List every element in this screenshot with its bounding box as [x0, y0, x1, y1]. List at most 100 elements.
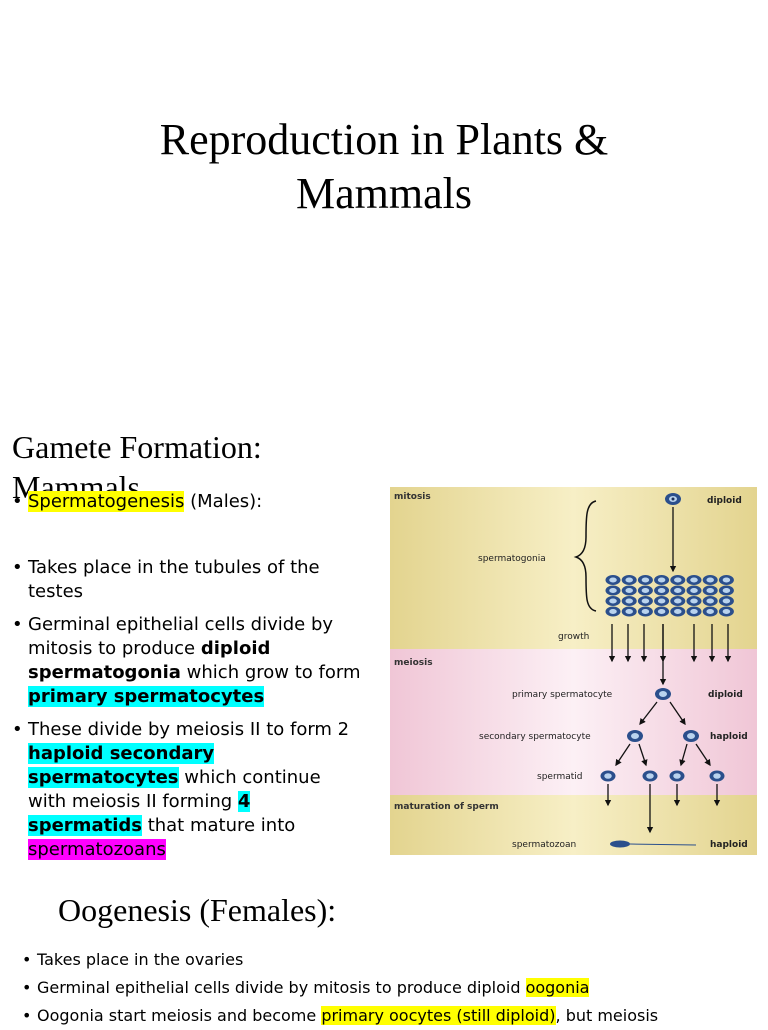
cell-icon [605, 596, 621, 606]
cell-icon [670, 606, 686, 617]
meiosis-band [390, 649, 757, 795]
cell-icon [670, 585, 686, 596]
spermatid-cells [600, 770, 725, 834]
cell-icon [669, 770, 685, 782]
label-maturation: maturation of sperm [394, 802, 499, 812]
cell-icon [670, 596, 686, 606]
slide-title-line1: Reproduction in Plants & [159, 115, 609, 164]
cell-icon [654, 585, 670, 596]
highlight-spermatogenesis: Spermatogenesis [28, 491, 185, 512]
cell-icon [621, 575, 637, 585]
bullet-icon: • [22, 978, 32, 997]
cell-icon [637, 596, 653, 606]
cell-icon [621, 606, 637, 617]
cell-icon [686, 585, 702, 596]
cell-icon [718, 606, 734, 617]
cell-icon [637, 575, 653, 585]
bullet-icon: • [22, 950, 32, 969]
bullet-text: Germinal epithelial cells divide by mito… [28, 614, 334, 659]
mitosis-band [390, 487, 757, 649]
cell-icon [654, 596, 670, 606]
cell-icon [621, 596, 637, 606]
oogenesis-heading: Oogenesis (Females): [58, 892, 337, 928]
cell-icon [709, 770, 725, 782]
secondary-spermatocyte-cell-icon [627, 730, 643, 742]
arrow-icon [638, 743, 648, 767]
cell-icon [637, 606, 653, 617]
bullet-icon: • [12, 491, 23, 512]
cell-icon [605, 606, 621, 617]
cell-icon [605, 575, 621, 585]
spermatogenesis-diagram: mitosis meiosis maturation of sperm dipl… [390, 487, 757, 855]
list-item: • Takes place in the ovaries [22, 946, 762, 974]
diploid-cell-icon [665, 493, 681, 505]
bullet-text: Takes place in the tubules of the testes [28, 557, 320, 602]
list-item: • Germinal epithelial cells divide by mi… [12, 613, 364, 709]
cell-icon [600, 770, 616, 782]
bold-diploid-spermatogonia: diploid spermatogonia [28, 638, 271, 683]
label-growth: growth [558, 632, 589, 642]
gamete-formation-heading: Gamete Formation: Mammals [12, 427, 262, 507]
label-diploid-top: diploid [707, 496, 742, 506]
list-item: • Germinal epithelial cells divide by mi… [22, 974, 762, 1002]
primary-spermatocyte-cell-icon [655, 688, 671, 700]
cell-icon [642, 770, 658, 782]
list-item: • These divide by meiosis II to form 2 h… [12, 718, 364, 862]
cell-icon [605, 585, 621, 596]
bullet-text: Germinal epithelial cells divide by mito… [37, 978, 526, 997]
label-spermatid: spermatid [537, 772, 583, 782]
arrow-icon [639, 701, 658, 726]
gamete-heading-line1: Gamete Formation: [12, 429, 262, 465]
list-item: • Spermatogenesis (Males): [12, 490, 364, 514]
label-mitosis: mitosis [394, 492, 431, 502]
arrow-icon [679, 743, 688, 767]
bullet-icon: • [12, 614, 23, 635]
oogenesis-list: • Takes place in the ovaries • Germinal … [22, 946, 762, 1030]
cell-icon [654, 575, 670, 585]
bullet-text: , but meiosis [555, 1006, 659, 1025]
list-item: • Takes place in the tubules of the test… [12, 556, 364, 604]
label-secondary-spermatocyte: secondary spermatocyte [479, 732, 591, 742]
highlight-oogonia: oogonia [525, 978, 590, 997]
bullet-icon: • [12, 719, 23, 740]
highlight-primary-spermatocytes: primary spermatocytes [28, 686, 265, 707]
bullet-text: which continue with meiosis II forming [28, 767, 321, 812]
label-diploid-primary: diploid [708, 690, 743, 700]
cell-icon [670, 575, 686, 585]
label-meiosis: meiosis [394, 658, 433, 668]
arrow-icon [695, 743, 711, 767]
cell-icon [686, 606, 702, 617]
cell-icon [702, 596, 718, 606]
cell-icon [718, 585, 734, 596]
arrow-icon [615, 743, 631, 767]
cell-icon [702, 585, 718, 596]
highlight-spermatozoans: spermatozoans [28, 839, 166, 860]
label-haploid-spermatozoan: haploid [710, 840, 748, 850]
cell-icon [621, 585, 637, 596]
cell-icon [686, 575, 702, 585]
bullet-text: which grow to form [180, 662, 361, 683]
cell-icon [654, 606, 670, 617]
slide-title-line2: Mammals [296, 169, 472, 218]
bullet-text: Takes place in the ovaries [37, 950, 244, 969]
arrow-icon [669, 701, 686, 726]
list-item: • Oogonia start meiosis and become prima… [22, 1002, 762, 1030]
bullet-icon: • [22, 1006, 32, 1025]
label-spermatogonia: spermatogonia [478, 554, 546, 564]
cell-icon [702, 606, 718, 617]
spermatogonia-cell-grid [605, 575, 734, 617]
label-primary-spermatocyte: primary spermatocyte [512, 690, 613, 700]
bullet-text: that mature into [141, 815, 296, 836]
highlight-primary-oocytes: primary oocytes (still diploid) [321, 1006, 556, 1025]
secondary-spermatocyte-cell-icon [683, 730, 699, 742]
brace-icon [573, 500, 597, 612]
cell-icon [718, 575, 734, 585]
label-haploid-secondary: haploid [710, 732, 748, 742]
slide-title: Reproduction in Plants & Mammals [0, 113, 768, 221]
cell-icon [637, 585, 653, 596]
spermatozoan-icon [610, 840, 697, 848]
growth-arrows [608, 624, 732, 686]
spermatogenesis-list: • Spermatogenesis (Males): • Takes place… [12, 490, 364, 862]
bullet-text: These divide by meiosis II to form 2 [28, 719, 350, 740]
bullet-text: Oogonia start meiosis and become [37, 1006, 322, 1025]
